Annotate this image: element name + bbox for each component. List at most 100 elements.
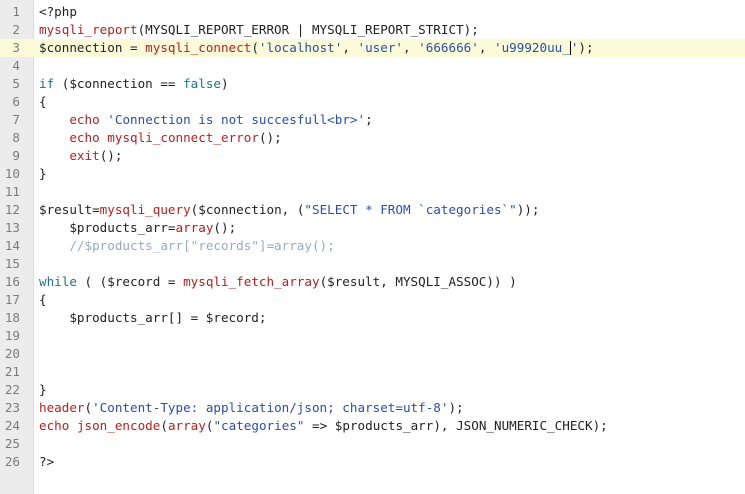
- line-number: 24: [4, 418, 20, 433]
- code-line[interactable]: 14 //$products_arr["records"]=array();: [0, 237, 745, 255]
- code-line[interactable]: 22}: [0, 381, 745, 399]
- code-line[interactable]: 26?>: [0, 453, 745, 471]
- code-token-string: 'Content-Type: application/json; charset…: [92, 400, 449, 415]
- code-token-plain: ?>: [39, 454, 55, 469]
- code-token-function: echo: [69, 112, 100, 127]
- line-number: 13: [4, 220, 20, 235]
- code-token-string: 'user': [357, 40, 403, 55]
- code-token-plain: [39, 238, 69, 253]
- code-token-plain: ($connection ==: [54, 76, 184, 91]
- code-token-plain: [39, 112, 69, 127]
- line-number: 20: [4, 346, 20, 361]
- code-token-plain: (MYSQLI_REPORT_ERROR | MYSQLI_REPORT_STR…: [137, 22, 479, 37]
- code-token-plain: {: [39, 292, 47, 307]
- code-line[interactable]: 6{: [0, 93, 745, 111]
- code-line[interactable]: 15: [0, 255, 745, 273]
- code-token-plain: {: [39, 94, 47, 109]
- code-line[interactable]: 18 $products_arr[] = $record;: [0, 309, 745, 327]
- line-number-gutter: [0, 0, 34, 494]
- code-line[interactable]: 21: [0, 363, 745, 381]
- code-text[interactable]: header('Content-Type: application/json; …: [39, 399, 464, 417]
- code-line[interactable]: 7 echo 'Connection is not succesfull<br>…: [0, 111, 745, 129]
- code-token-function: mysqli_report: [39, 22, 138, 37]
- code-token-plain: ();: [213, 220, 237, 235]
- code-line[interactable]: 3$connection = mysqli_connect('localhost…: [0, 39, 745, 57]
- code-token-plain: );: [578, 40, 594, 55]
- code-line[interactable]: 11: [0, 183, 745, 201]
- code-token-plain: $connection =: [39, 40, 146, 55]
- code-line[interactable]: 25: [0, 435, 745, 453]
- code-line[interactable]: 5 if ($connection == false): [0, 75, 745, 93]
- code-token-function: array: [175, 220, 214, 235]
- code-line[interactable]: 4: [0, 57, 745, 75]
- code-text[interactable]: $products_arr[] = $record;: [39, 309, 266, 327]
- code-text[interactable]: echo 'Connection is not succesfull<br>';: [39, 111, 373, 129]
- code-text[interactable]: echo mysqli_connect_error();: [39, 129, 282, 147]
- code-token-plain: ,: [342, 40, 358, 55]
- code-token-plain: ;: [365, 112, 373, 127]
- line-number: 9: [12, 148, 20, 163]
- code-line[interactable]: 17{: [0, 291, 745, 309]
- code-text[interactable]: ?>: [39, 453, 54, 471]
- code-token-plain: }: [39, 166, 47, 181]
- code-text[interactable]: while ( ($record = mysqli_fetch_array($r…: [39, 273, 517, 291]
- code-line[interactable]: 13 $products_arr=array();: [0, 219, 745, 237]
- code-token-string: 'Connection is not succesfull<br>': [107, 112, 366, 127]
- code-line[interactable]: 19: [0, 327, 745, 345]
- code-token-function: echo: [69, 130, 100, 145]
- code-token-plain: ();: [258, 130, 282, 145]
- code-text[interactable]: }: [39, 381, 47, 399]
- code-line[interactable]: 10}: [0, 165, 745, 183]
- code-text[interactable]: $result=mysqli_query($connection, ("SELE…: [39, 201, 539, 219]
- code-token-plain: [39, 148, 69, 163]
- code-token-plain: (: [251, 40, 259, 55]
- code-line[interactable]: 12$result=mysqli_query($connection, ("SE…: [0, 201, 745, 219]
- code-line[interactable]: 20: [0, 345, 745, 363]
- code-text[interactable]: mysqli_report(MYSQLI_REPORT_ERROR | MYSQ…: [39, 21, 479, 39]
- code-line[interactable]: 16 while ( ($record = mysqli_fetch_array(…: [0, 273, 745, 291]
- code-token-string: "categories": [213, 418, 305, 433]
- code-text[interactable]: exit();: [39, 147, 122, 165]
- code-token-plain: ($result, MYSQLI_ASSOC)) ): [319, 274, 517, 289]
- code-token-plain: => $products_arr), JSON_NUMERIC_CHECK);: [304, 418, 608, 433]
- line-number: 19: [4, 328, 20, 343]
- code-text[interactable]: $connection = mysqli_connect('localhost'…: [39, 39, 594, 57]
- code-token-function: mysqli_connect: [145, 40, 252, 55]
- code-text[interactable]: }: [39, 165, 47, 183]
- line-number: 23: [4, 400, 20, 415]
- code-token-string: 'localhost': [258, 40, 343, 55]
- code-token-plain: (: [160, 418, 168, 433]
- code-token-string: '666666': [418, 40, 479, 55]
- code-token-plain: $result=: [39, 202, 100, 217]
- code-token-string: 'u99920uu_: [494, 40, 570, 55]
- code-line[interactable]: 9 exit();: [0, 147, 745, 165]
- code-line[interactable]: 23 header('Content-Type: application/json…: [0, 399, 745, 417]
- line-number: 22: [4, 382, 20, 397]
- code-text[interactable]: <?php: [39, 3, 77, 21]
- code-token-function: header: [39, 400, 85, 415]
- code-line[interactable]: 8 echo mysqli_connect_error();: [0, 129, 745, 147]
- line-number: 1: [12, 4, 20, 19]
- code-text[interactable]: {: [39, 93, 47, 111]
- code-token-plain: <?php: [39, 4, 77, 19]
- line-number: 14: [4, 238, 20, 253]
- line-number: 16: [4, 274, 20, 289]
- line-number: 4: [12, 58, 20, 73]
- code-text[interactable]: $products_arr=array();: [39, 219, 236, 237]
- code-text[interactable]: echo json_encode(array("categories" => $…: [39, 417, 608, 435]
- code-token-function: mysqli_connect_error: [107, 130, 259, 145]
- line-number: 5: [12, 76, 20, 91]
- code-text[interactable]: //$products_arr["records"]=array();: [39, 237, 334, 255]
- code-token-function: json_encode: [76, 418, 161, 433]
- code-line[interactable]: 1 <?php: [0, 3, 745, 21]
- code-text[interactable]: if ($connection == false): [39, 75, 229, 93]
- code-token-function: array: [167, 418, 206, 433]
- code-token-plain: ();: [99, 148, 123, 163]
- line-number: 7: [12, 112, 20, 127]
- code-text[interactable]: {: [39, 291, 47, 309]
- line-number: 10: [4, 166, 20, 181]
